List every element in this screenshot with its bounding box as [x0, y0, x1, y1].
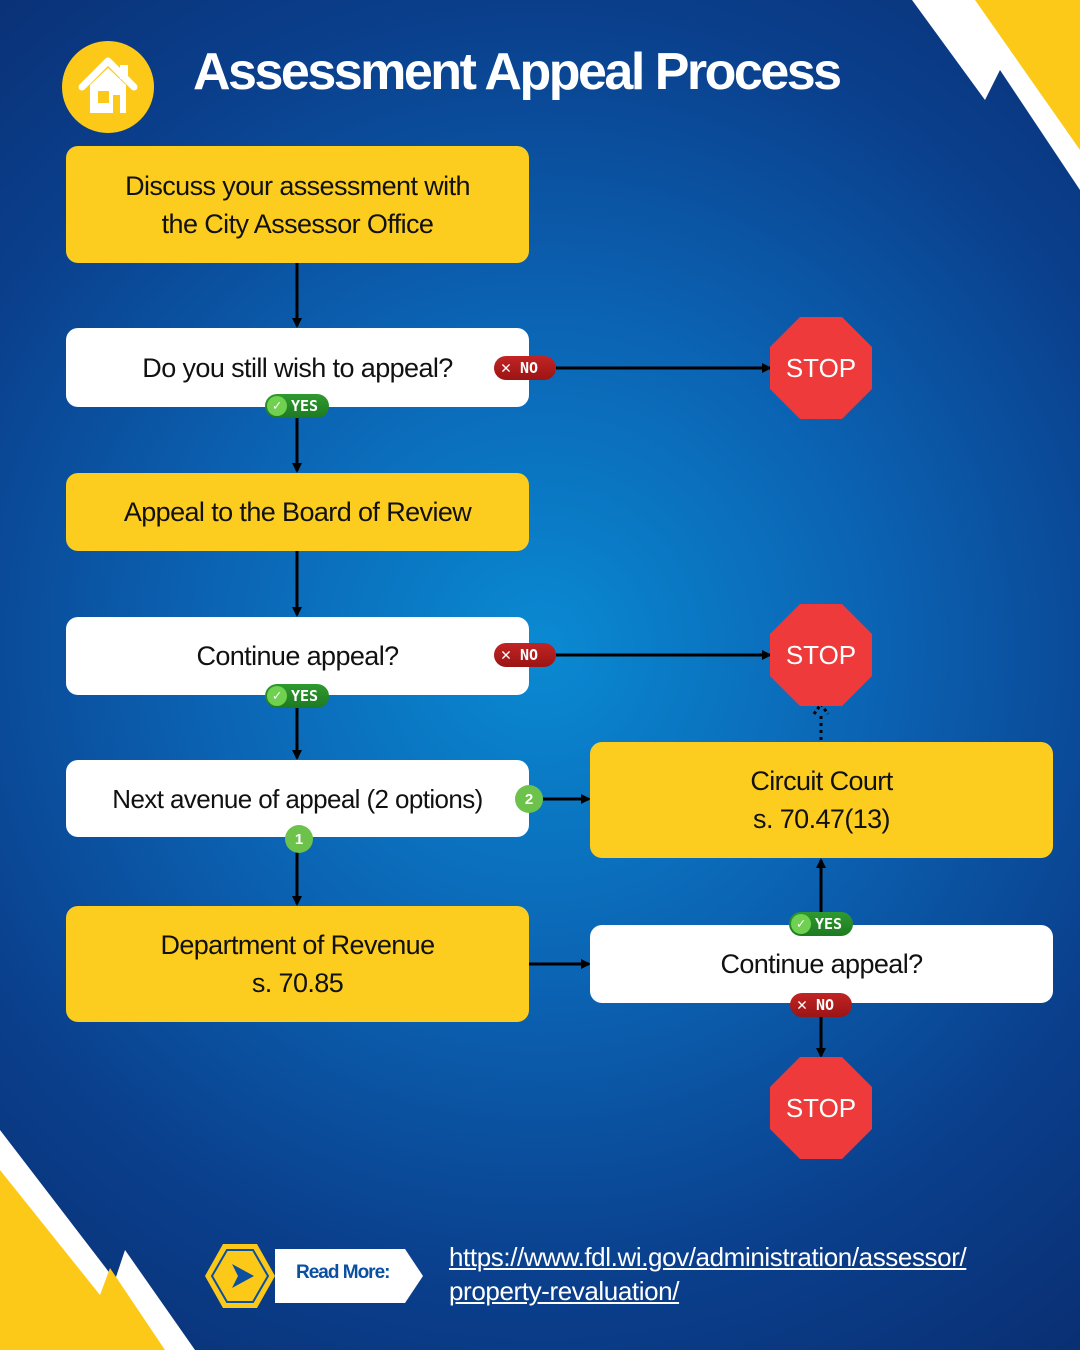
step-board-review-text: Appeal to the Board of Review [123, 497, 472, 527]
option-1-badge: 1 [285, 825, 313, 853]
read-more-badge[interactable] [205, 1243, 425, 1309]
link-line2[interactable]: property-revaluation/ [449, 1276, 680, 1306]
read-more-shape [205, 1244, 423, 1308]
no-label: NO [816, 996, 835, 1014]
no-label: NO [520, 646, 539, 664]
yes-label: YES [815, 915, 843, 933]
no-badge-3: ✕ NO [790, 993, 852, 1017]
step-revenue-line1: Department of Revenue [160, 930, 435, 960]
read-more-label: Read More: [296, 1262, 390, 1283]
step-circuit-line1: Circuit Court [750, 766, 893, 796]
checkmark-icon: ✓ [267, 396, 287, 416]
step-discuss-line2: the City Assessor Office [161, 208, 434, 239]
checkmark-icon: ✓ [791, 914, 811, 934]
octagon-icon [770, 1057, 872, 1159]
corner-decoration-top-right [912, 0, 1080, 190]
question-continue-2-text: Continue appeal? [720, 949, 923, 979]
step-discuss-line1: Discuss your assessment with [125, 170, 470, 201]
link-line1[interactable]: https://www.fdl.wi.gov/administration/as… [449, 1242, 967, 1272]
house-icon [78, 57, 138, 113]
page-title: Assessment Appeal Process [193, 43, 842, 101]
step-revenue-line2: s. 70.85 [251, 968, 344, 998]
stop-sign-3: STOP [770, 1057, 872, 1159]
x-icon: ✕ [500, 645, 512, 665]
stop-sign-2: STOP [770, 604, 872, 706]
octagon-icon [770, 604, 872, 706]
x-icon: ✕ [500, 358, 512, 378]
question-continue-1: Continue appeal? [66, 617, 529, 695]
stop-label: STOP [785, 1092, 857, 1123]
step-next-avenue: Next avenue of appeal (2 options) [66, 760, 529, 837]
chevron-right-icon [232, 1264, 254, 1288]
revaluation-link[interactable]: https://www.fdl.wi.gov/administration/as… [449, 1240, 967, 1308]
step-circuit-court: Circuit Court s. 70.47(13) [590, 742, 1053, 858]
step-department-revenue: Department of Revenue s. 70.85 [66, 906, 529, 1022]
yes-badge-2: ✓ YES [265, 684, 329, 708]
step-discuss-assessor: Discuss your assessment with the City As… [66, 146, 529, 263]
yes-badge-1: ✓ YES [265, 394, 329, 418]
question-still-appeal: Do you still wish to appeal? [66, 328, 529, 407]
step-next-avenue-text: Next avenue of appeal (2 options) [112, 783, 483, 814]
checkmark-icon: ✓ [267, 686, 287, 706]
no-label: NO [520, 359, 539, 377]
stop-sign-1: STOP [770, 317, 872, 419]
no-badge-2: ✕ NO [494, 643, 556, 667]
option-2-badge: 2 [515, 785, 543, 813]
question-continue-2: Continue appeal? [590, 925, 1053, 1003]
question-still-appeal-text: Do you still wish to appeal? [142, 352, 453, 383]
corner-decoration-bottom-left [0, 1130, 195, 1350]
yes-badge-3: ✓ YES [789, 912, 853, 936]
stop-label: STOP [785, 639, 857, 670]
yes-label: YES [291, 397, 319, 415]
question-continue-1-text: Continue appeal? [196, 641, 399, 671]
step-board-review: Appeal to the Board of Review [66, 473, 529, 551]
no-badge-1: ✕ NO [494, 356, 556, 380]
x-icon: ✕ [796, 995, 808, 1015]
home-badge [62, 41, 154, 133]
yes-label: YES [291, 687, 319, 705]
octagon-icon [770, 317, 872, 419]
step-circuit-line2: s. 70.47(13) [753, 804, 890, 834]
stop-label: STOP [785, 352, 857, 383]
